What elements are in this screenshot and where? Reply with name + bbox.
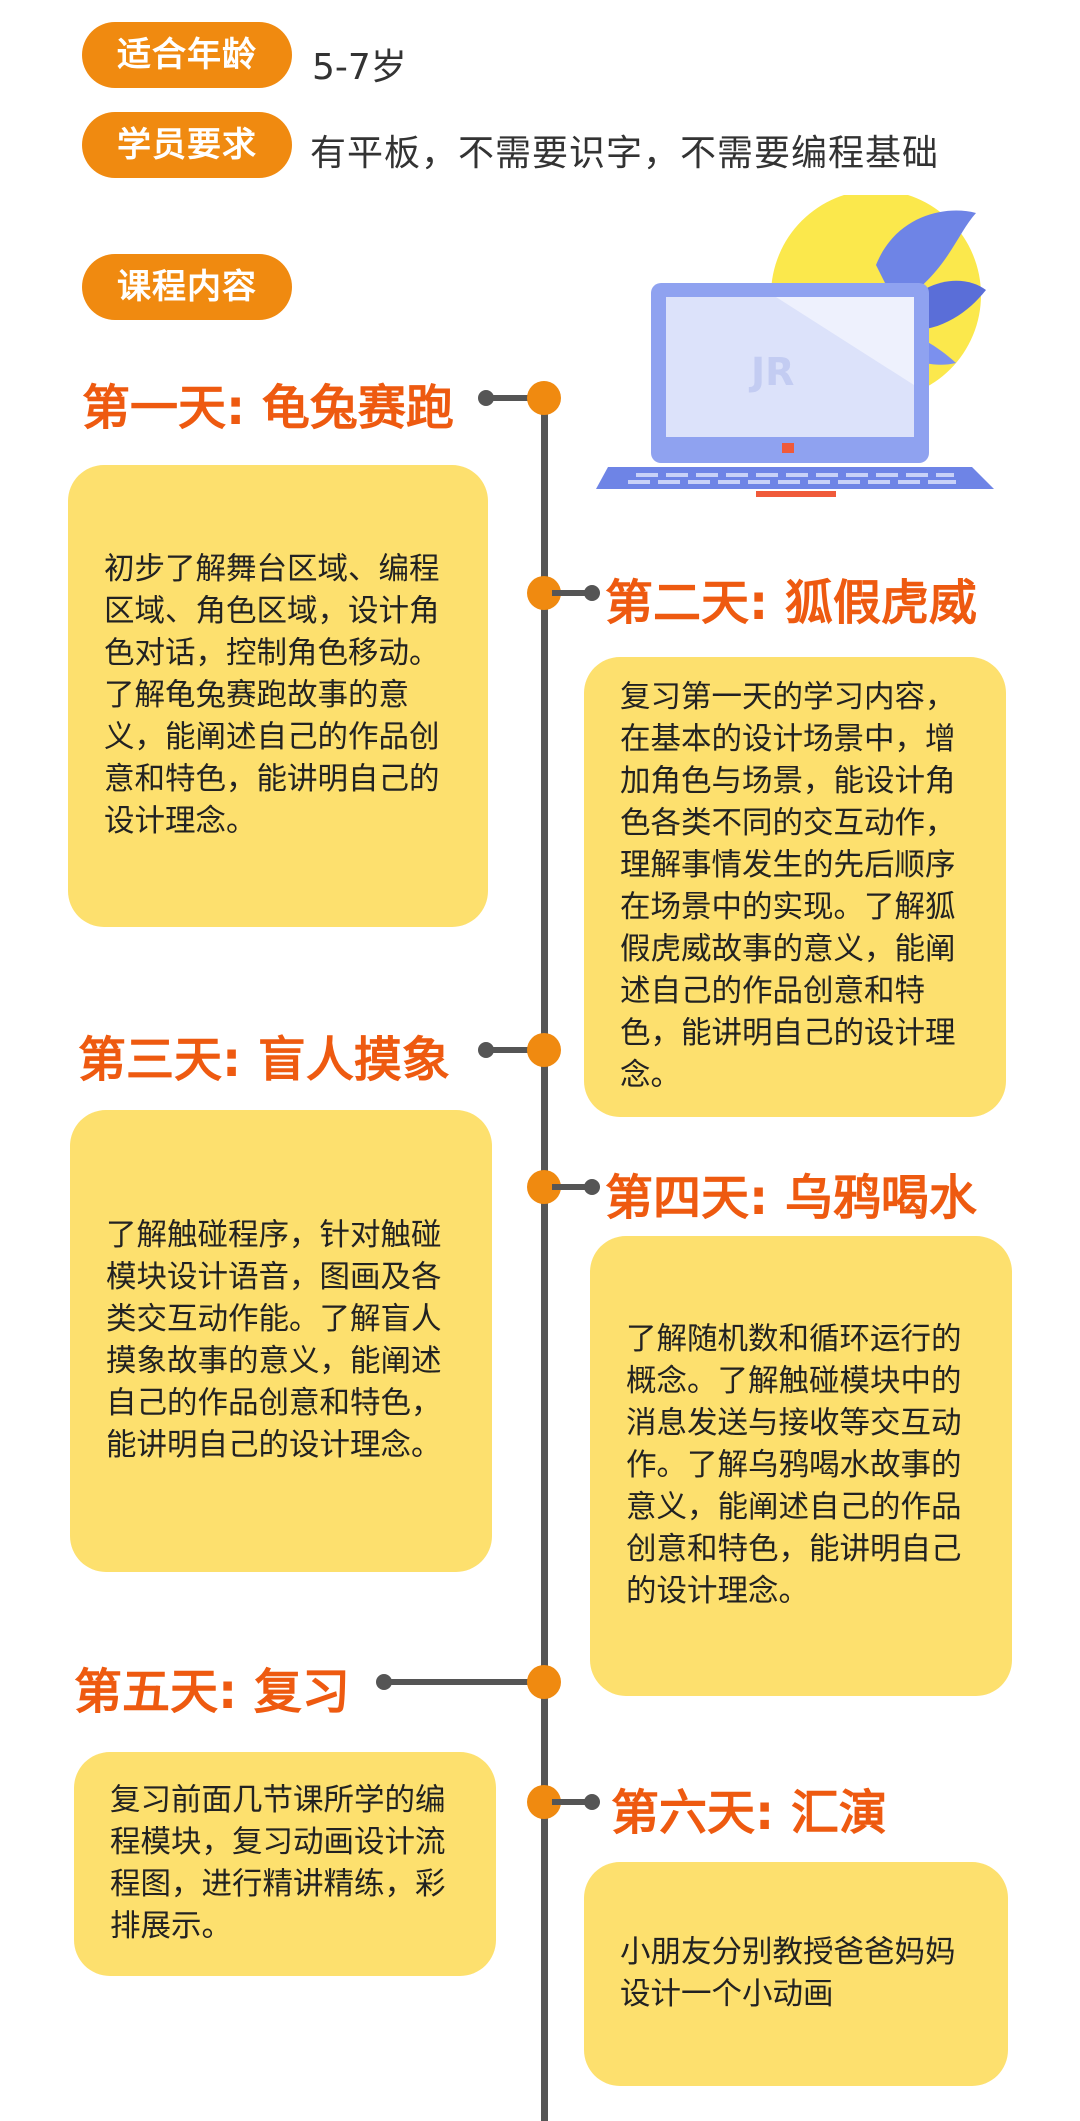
day-1-card: 初步了解舞台区域、编程区域、角色区域，设计角色对话，控制角色移动。了解龟兔赛跑故…	[68, 465, 488, 927]
day-1-description: 初步了解舞台区域、编程区域、角色区域，设计角色对话，控制角色移动。了解龟兔赛跑故…	[104, 552, 440, 839]
day-3-description: 了解触碰程序，针对触碰模块设计语音，图画及各类交互动作能。了解盲人摸象故事的意义…	[106, 1218, 442, 1463]
day-4-title: 第四天: 乌鸦喝水	[605, 1170, 977, 1226]
day-2-description: 复习第一天的学习内容，在基本的设计场景中，增加角色与场景，能设计角色各类不同的交…	[620, 680, 956, 1093]
day-3-marker	[527, 1033, 561, 1067]
day-4-connector	[552, 1184, 594, 1190]
laptop-icon: JR	[596, 195, 994, 497]
day-4-card: 了解随机数和循环运行的概念。了解触碰模块中的消息发送与接收等交互动作。了解乌鸦喝…	[590, 1236, 1012, 1696]
day-2-title: 第二天: 狐假虎威	[605, 575, 977, 631]
day-4-connector-end	[584, 1179, 600, 1195]
day-6-connector-end	[584, 1794, 600, 1810]
age-label: 适合年龄	[82, 22, 292, 88]
day-6-description: 小朋友分别教授爸爸妈妈设计一个小动画	[620, 1935, 956, 2012]
day-3-card: 了解触碰程序，针对触碰模块设计语音，图画及各类交互动作能。了解盲人摸象故事的意义…	[70, 1110, 492, 1572]
day-4-description: 了解随机数和循环运行的概念。了解触碰模块中的消息发送与接收等交互动作。了解乌鸦喝…	[626, 1322, 962, 1609]
day-5-marker	[527, 1665, 561, 1699]
timeline-line	[541, 398, 548, 2121]
day-3-title: 第三天: 盲人摸象	[78, 1032, 450, 1088]
day-2-connector	[552, 590, 594, 596]
course-content-label: 课程内容	[82, 254, 292, 320]
day-6-title: 第六天: 汇演	[611, 1785, 887, 1841]
day-1-marker	[527, 381, 561, 415]
age-value: 5-7岁	[312, 47, 407, 88]
day-5-connector	[384, 1679, 536, 1685]
requirement-value: 有平板，不需要识字，不需要编程基础	[310, 133, 940, 174]
day-5-card: 复习前面几节课所学的编程模块，复习动画设计流程图，进行精讲精练，彩排展示。	[74, 1752, 496, 1976]
day-6-card: 小朋友分别教授爸爸妈妈设计一个小动画	[584, 1862, 1008, 2086]
day-2-card: 复习第一天的学习内容，在基本的设计场景中，增加角色与场景，能设计角色各类不同的交…	[584, 657, 1006, 1117]
requirement-label: 学员要求	[82, 112, 292, 178]
day-3-connector	[486, 1047, 536, 1053]
day-5-description: 复习前面几节课所学的编程模块，复习动画设计流程图，进行精讲精练，彩排展示。	[110, 1783, 446, 1944]
day-5-title: 第五天: 复习	[74, 1664, 350, 1720]
day-1-connector	[486, 395, 536, 401]
day-6-connector	[552, 1799, 594, 1805]
day-1-title: 第一天: 龟兔赛跑	[82, 380, 454, 436]
day-2-connector-end	[584, 585, 600, 601]
svg-text:JR: JR	[748, 350, 794, 394]
